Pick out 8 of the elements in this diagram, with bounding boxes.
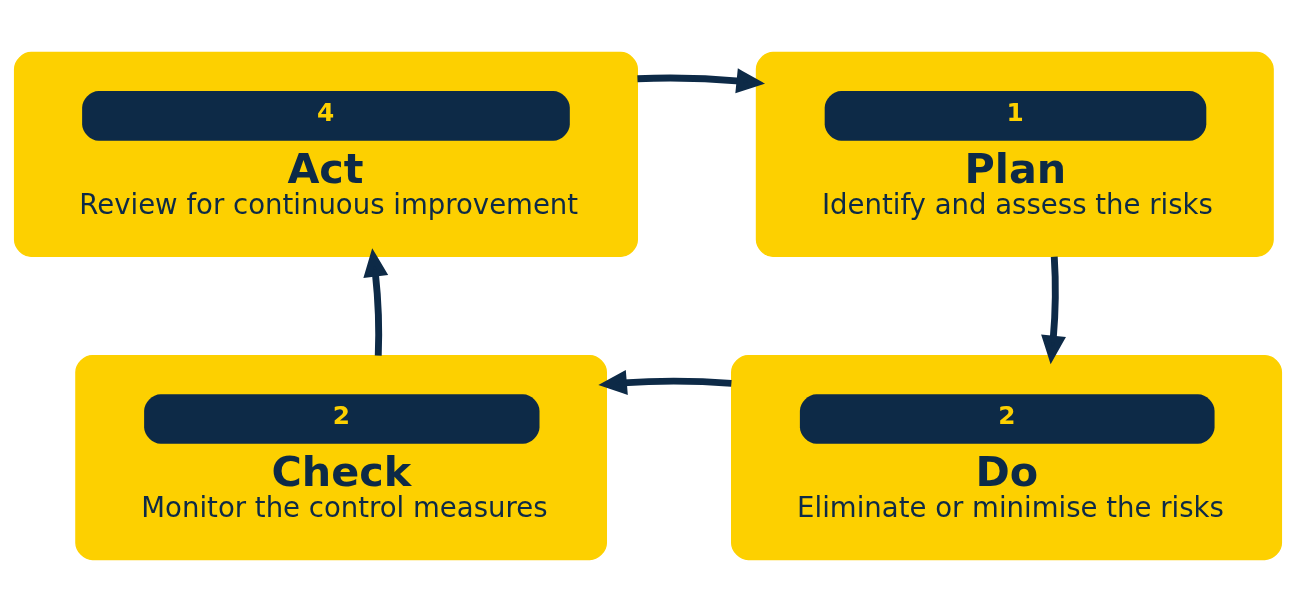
arrow	[363, 248, 389, 356]
arrow	[598, 370, 732, 396]
arrow	[637, 68, 765, 94]
node-box: 2 Do Eliminate or minimise the risks	[731, 354, 1283, 561]
node-box: 2 Check Monitor the control measures	[75, 354, 608, 561]
node-box: 4 Act Review for continuous improvement	[13, 51, 638, 258]
node-box: 1 Plan Identify and assess the risks	[755, 51, 1274, 258]
arrow	[1041, 256, 1066, 365]
